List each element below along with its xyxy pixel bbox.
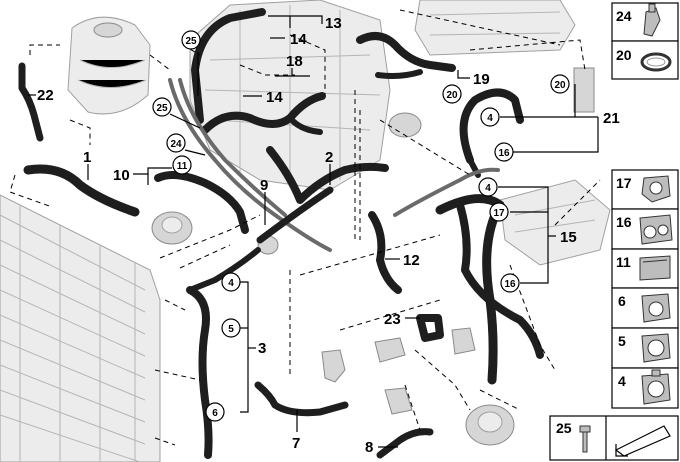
svg-text:17: 17 [493,208,505,219]
engine-block [189,0,391,191]
callout-3: 3 [258,340,266,357]
dashed-lines [9,9,601,446]
side-num-25: 25 [556,420,572,436]
svg-text:16: 16 [498,148,510,159]
svg-text:5: 5 [228,324,234,335]
callout-21: 21 [603,110,620,127]
callout-10: 10 [113,167,130,184]
svg-text:4: 4 [487,113,493,124]
circled-25-mid: 25 [152,97,172,117]
side-num-11: 11 [616,254,631,270]
pump-bottom [465,404,515,446]
circled-20-right: 20 [550,74,570,94]
circled-5: 5 [221,318,241,338]
circled-16-top: 16 [494,142,514,162]
callout-12: 12 [403,252,420,269]
circled-4-left: 4 [221,272,241,292]
leader-lines [28,15,599,448]
clip-17-icon [641,175,671,203]
clip-24-icon [643,3,661,37]
clip-11-icon [639,255,671,281]
svg-text:20: 20 [554,80,566,91]
svg-text:11: 11 [177,161,188,172]
side-panel: 24 20 17 16 11 6 5 4 25 [549,2,679,461]
side-num-24: 24 [616,8,632,24]
svg-text:4: 4 [485,183,491,194]
side-num-16: 16 [616,214,632,230]
expansion-tank [67,16,151,115]
callout-18: 18 [286,53,303,70]
svg-text:24: 24 [170,139,182,150]
side-num-20: 20 [616,47,632,63]
circled-17: 17 [489,202,509,222]
arrow-icon [614,425,671,457]
circled-20-mid: 20 [442,84,462,104]
side-num-4: 4 [618,373,626,389]
clip-4-icon [641,369,671,405]
circled-4-top: 4 [480,107,500,127]
callout-8: 8 [365,439,373,456]
svg-text:6: 6 [212,408,218,419]
callout-numbers: 13 14 18 14 22 1 10 9 2 3 7 8 12 23 19 2… [37,15,620,456]
callout-9: 9 [260,177,268,194]
clip-6-icon [641,293,671,323]
radiator [0,194,161,462]
callout-13: 13 [325,15,342,32]
heat-exchanger [499,179,611,266]
callout-22: 22 [37,87,54,104]
callout-7: 7 [292,435,300,452]
circled-4-right: 4 [478,177,498,197]
hoses [18,8,544,459]
side-num-17: 17 [616,175,632,191]
svg-text:20: 20 [446,90,458,101]
side-num-5: 5 [618,333,626,349]
circled-numbers: 25 25 24 11 4 5 6 20 [152,30,570,422]
hose-clamp-icon [640,52,672,72]
callout-14-top: 14 [290,31,307,48]
circled-11: 11 [172,155,192,175]
callout-19: 19 [473,71,490,88]
screw-icon [579,425,591,453]
circled-24: 24 [166,133,186,153]
svg-text:25: 25 [156,103,168,114]
clip-16-icon [639,214,673,245]
svg-text:4: 4 [228,278,234,289]
circled-25-top: 25 [181,30,201,50]
clip-5-icon [641,333,671,363]
callout-2: 2 [325,149,333,166]
pump-left [151,211,193,245]
side-num-6: 6 [618,293,626,309]
callout-1: 1 [83,149,91,166]
callout-23: 23 [384,311,401,328]
fitting-parts [321,67,595,415]
circled-6: 6 [205,402,225,422]
callout-15: 15 [560,229,577,246]
callout-14-mid: 14 [266,89,283,106]
control-unit [414,0,576,56]
svg-text:25: 25 [185,36,197,47]
circled-16-bottom: 16 [500,273,520,293]
svg-text:16: 16 [504,279,516,290]
